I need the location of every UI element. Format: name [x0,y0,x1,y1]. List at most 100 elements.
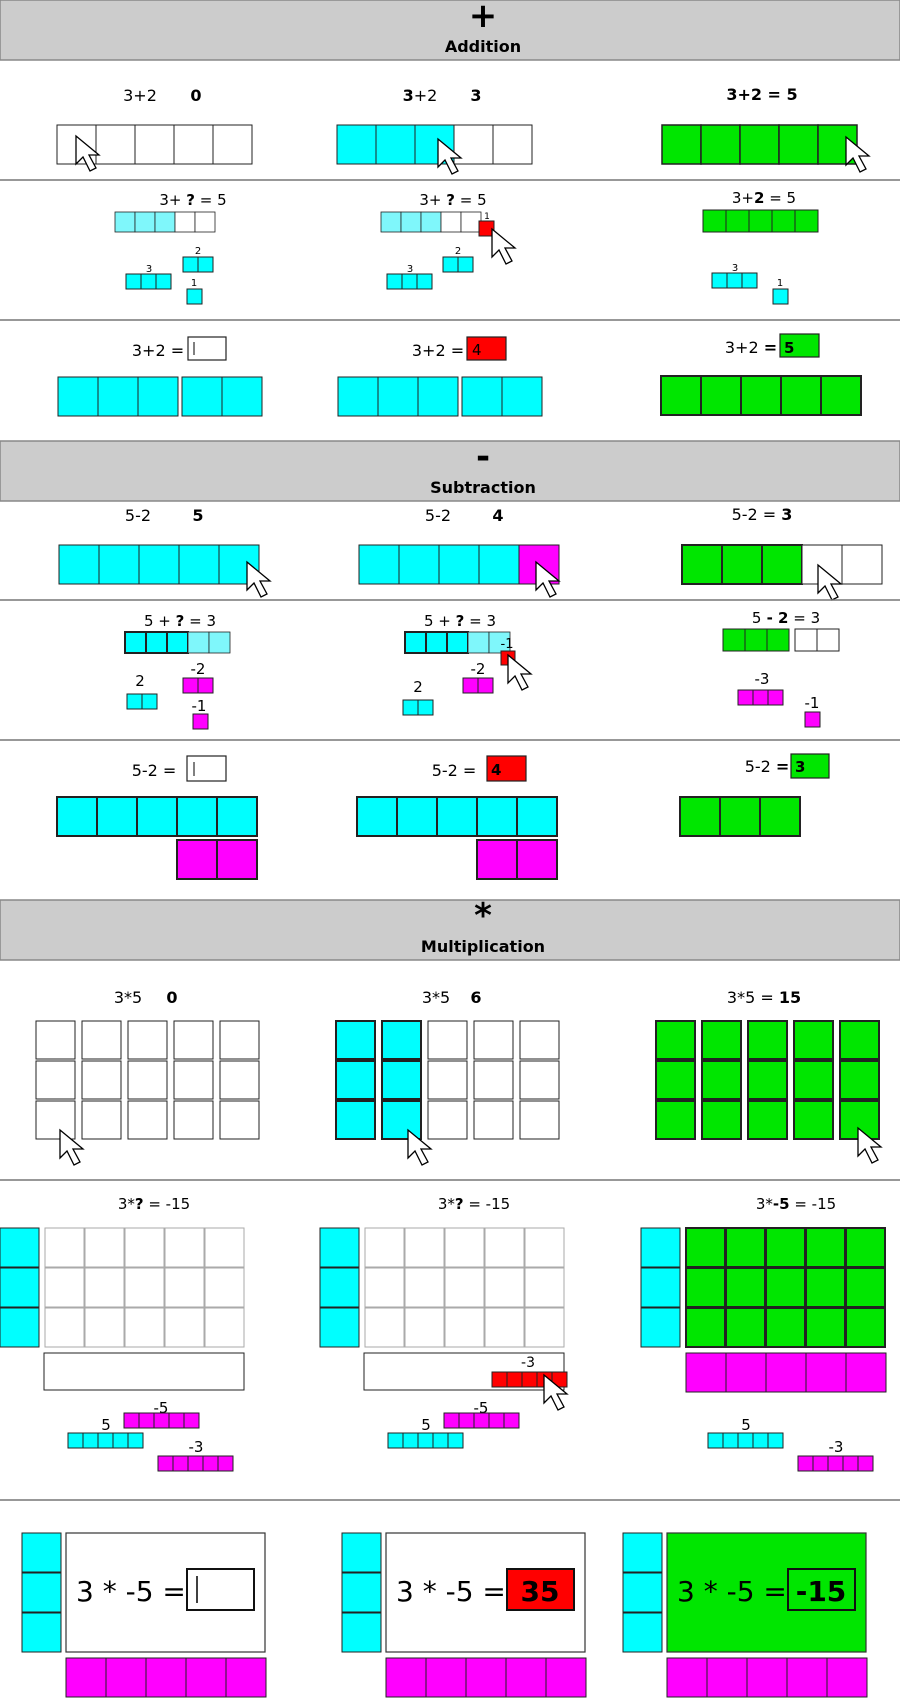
multiplication-input-equation: 3 * -5 = [76,1575,186,1608]
green-cell [700,375,742,416]
multiplication-wrong-answer: 35 [521,1575,560,1608]
grid-cell [164,1227,205,1268]
faded-cell [400,211,422,233]
piece-cell [112,1432,129,1449]
piece-cell [432,1432,449,1449]
multiplication-header [0,899,900,961]
cyan-factor-cell [640,1267,681,1308]
multiplication-eq: 3*5 [422,988,450,1007]
magenta-cell [385,1657,427,1698]
addition-eq: 3+2 [403,86,438,105]
dragged-piece [478,220,495,237]
piece-cell [857,1455,874,1472]
grid-cell [845,1307,886,1348]
multiplication-count: 0 [166,988,177,1007]
magenta-cell [505,1657,547,1698]
right-answer-box [779,333,820,358]
dragged-piece [491,1371,508,1388]
grid-cell [204,1307,245,1348]
grid-cell [404,1307,445,1348]
grid-cell [427,1100,468,1140]
piece-label: 3 [732,263,738,274]
subtraction-solved-eq: 5 - 2 = 3 [752,609,820,627]
cyan-factor-cell [341,1572,382,1613]
grid-cell [484,1307,525,1348]
piece-label: 2 [135,672,145,690]
mouse-cursor-icon [491,227,517,265]
block-cell [425,631,448,654]
piece-label: 2 [455,246,461,257]
grid-cell [444,1307,485,1348]
wrong-answer-box [466,336,507,361]
multiplication-count: 6 [470,988,481,1007]
grid-cell [81,1020,122,1060]
grid-cell [44,1267,85,1308]
piece-cell [737,689,754,706]
green-cell [744,628,768,652]
multiplication-eq: 3*5 [114,988,142,1007]
empty-cell [134,124,175,165]
piece-cell [401,273,418,290]
faded-cell [380,211,402,233]
multiplication-right-answer: -15 [796,1575,847,1608]
empty-cell [173,124,214,165]
subtraction-input-eq: 5-2 = [132,761,177,780]
cyan-factor-cell [341,1532,382,1573]
addition-header [0,0,900,61]
grid-cell [444,1267,485,1308]
grid-cell [44,1227,85,1268]
piece-cell [187,1455,204,1472]
grid-cell [805,1267,846,1308]
grid-cell [335,1020,376,1060]
grid-cell [473,1020,514,1060]
green-cell [700,124,741,165]
empty-cell [841,544,883,585]
grid-cell [364,1307,405,1348]
piece-cell [767,1432,784,1449]
block-cell [124,631,147,654]
grid-cell [381,1100,422,1140]
block-cell [492,124,533,165]
cyan-factor-cell [21,1532,62,1573]
block-cell [478,544,520,585]
grid-cell [127,1020,168,1060]
piece-label: -3 [189,1438,204,1456]
addition-solved-eq: 3+2 = 5 [732,189,796,207]
grid-cell [725,1267,766,1308]
grid-cell [364,1267,405,1308]
piece-cell [458,1412,475,1429]
piece-cell [197,677,214,694]
grid-cell [219,1020,260,1060]
multiplication-solved-eq: 3*-5 = -15 [756,1195,836,1213]
cyan-factor-cell [622,1532,663,1573]
grid-cell [473,1060,514,1100]
faded-cell [114,211,136,233]
piece-cell [488,1412,505,1429]
piece-cell [186,288,203,305]
grid-cell [84,1307,125,1348]
green-cell [702,209,727,233]
piece-label: -2 [471,660,486,678]
mouse-cursor-icon [845,135,871,173]
block-cell [221,376,263,417]
piece-label: -1 [805,694,820,712]
dragged-piece [521,1371,538,1388]
empty-cell [794,628,818,652]
block-cell [476,796,518,837]
grid-cell [381,1020,422,1060]
grid-cell [81,1060,122,1100]
block-cell [356,796,398,837]
grid-cell [519,1020,560,1060]
mouse-cursor-icon [857,1126,883,1164]
grid-cell [35,1020,76,1060]
cyan-factor-cell [0,1227,40,1268]
block-cell [396,796,438,837]
green-cell [771,209,796,233]
block-cell [96,796,138,837]
faded-cell [488,631,511,654]
piece-cell [797,1455,814,1472]
grid-cell [655,1100,696,1140]
block-cell [398,544,440,585]
block-cell [98,544,140,585]
piece-cell [477,677,494,694]
